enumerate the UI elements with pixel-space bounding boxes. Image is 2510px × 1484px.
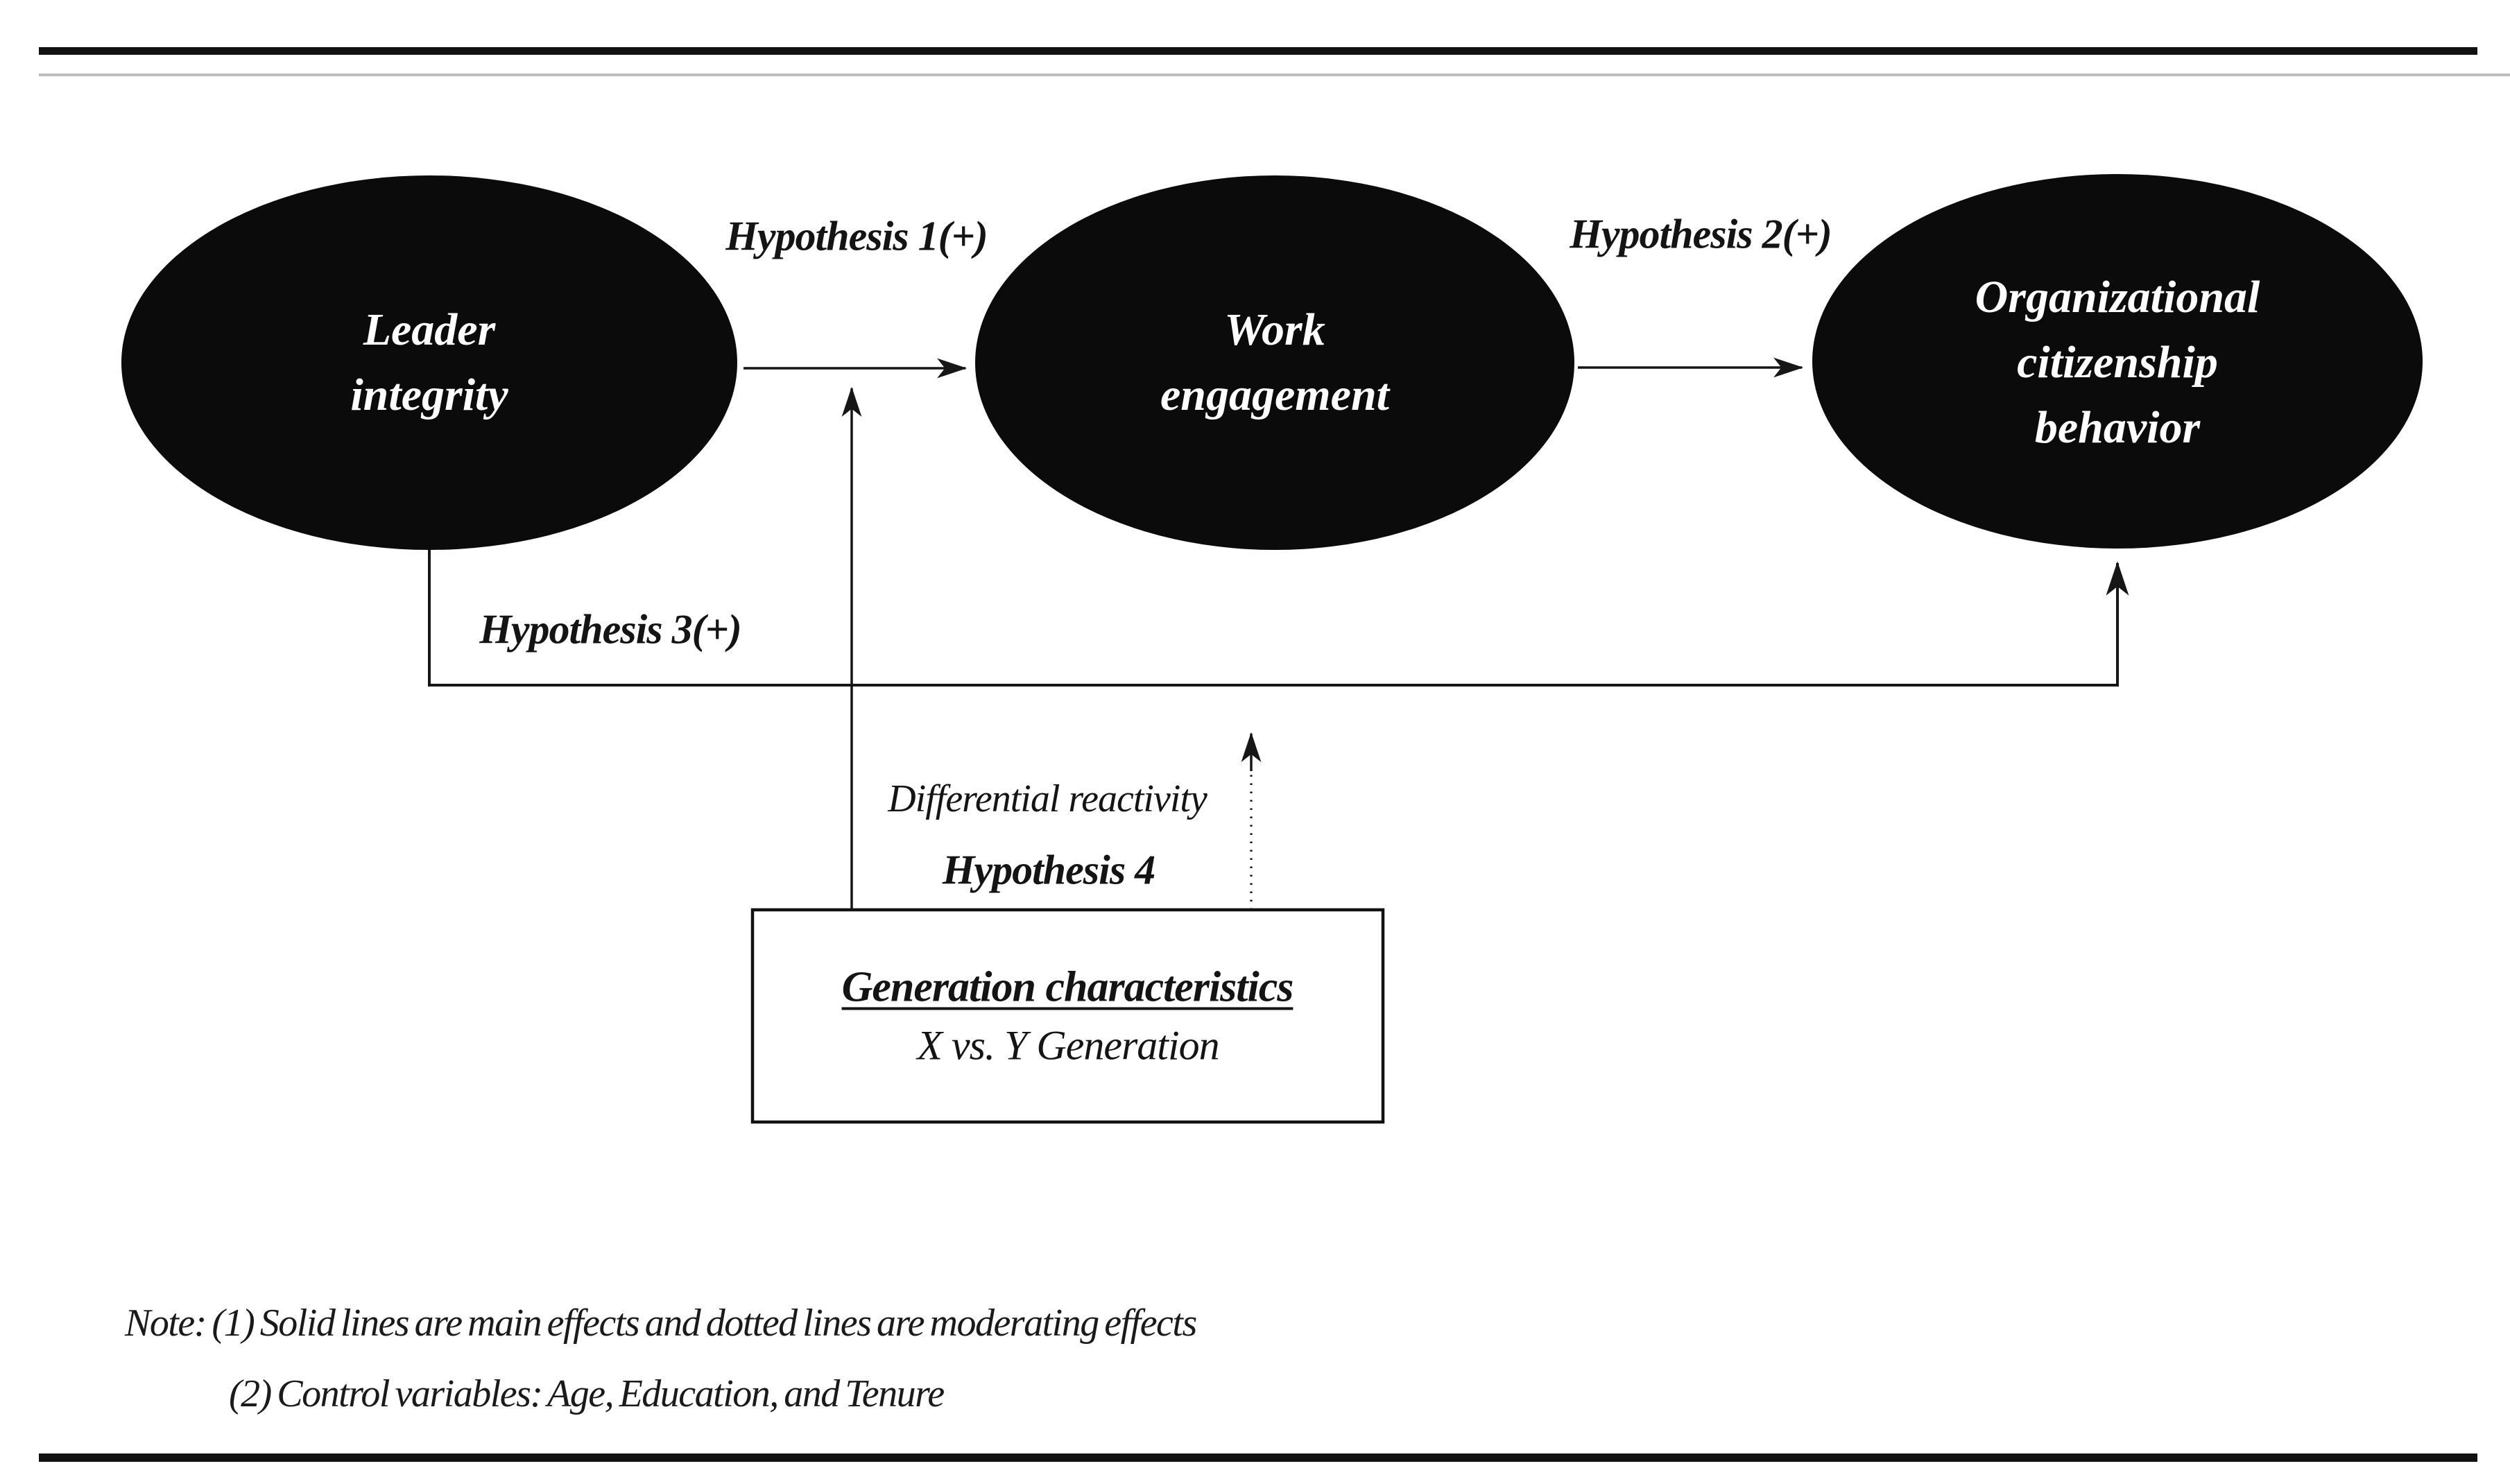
note-line-2: (2) Control variables: Age, Education, a… — [229, 1372, 945, 1415]
node-leader-integrity-ellipse — [121, 175, 737, 550]
node-work-engagement-ellipse — [975, 175, 1574, 550]
top-rule-shadow-line — [39, 74, 2510, 76]
hypothesis-4-label: Hypothesis 4 — [942, 847, 1155, 893]
bottom-rule — [39, 1453, 2477, 1462]
note-line-1: Note: (1) Solid lines are main effects a… — [125, 1302, 1197, 1345]
node-ocb-label: Organizational citizenship behavior — [1975, 272, 2260, 453]
top-rule — [39, 47, 2477, 55]
hypothesis-2-label: Hypothesis 2(+) — [1570, 211, 1832, 257]
hypothesis-1-label: Hypothesis 1(+) — [725, 213, 988, 259]
moderator-box-outline — [750, 908, 1385, 1124]
hypothesis-3-label: Hypothesis 3(+) — [479, 606, 741, 653]
moderator-box-subtitle: X vs. Y Generation — [917, 1022, 1219, 1069]
moderator-box-title: Generation characteristics — [841, 963, 1294, 1011]
h3-arrow — [428, 550, 2129, 687]
differential-reactivity-label: Differential reactivity — [888, 777, 1207, 820]
node-ocb-ellipse — [1812, 174, 2423, 549]
node-leader-integrity-label: Leader integrity — [350, 304, 508, 420]
node-work-engagement-label: Work engagement — [1160, 304, 1389, 420]
